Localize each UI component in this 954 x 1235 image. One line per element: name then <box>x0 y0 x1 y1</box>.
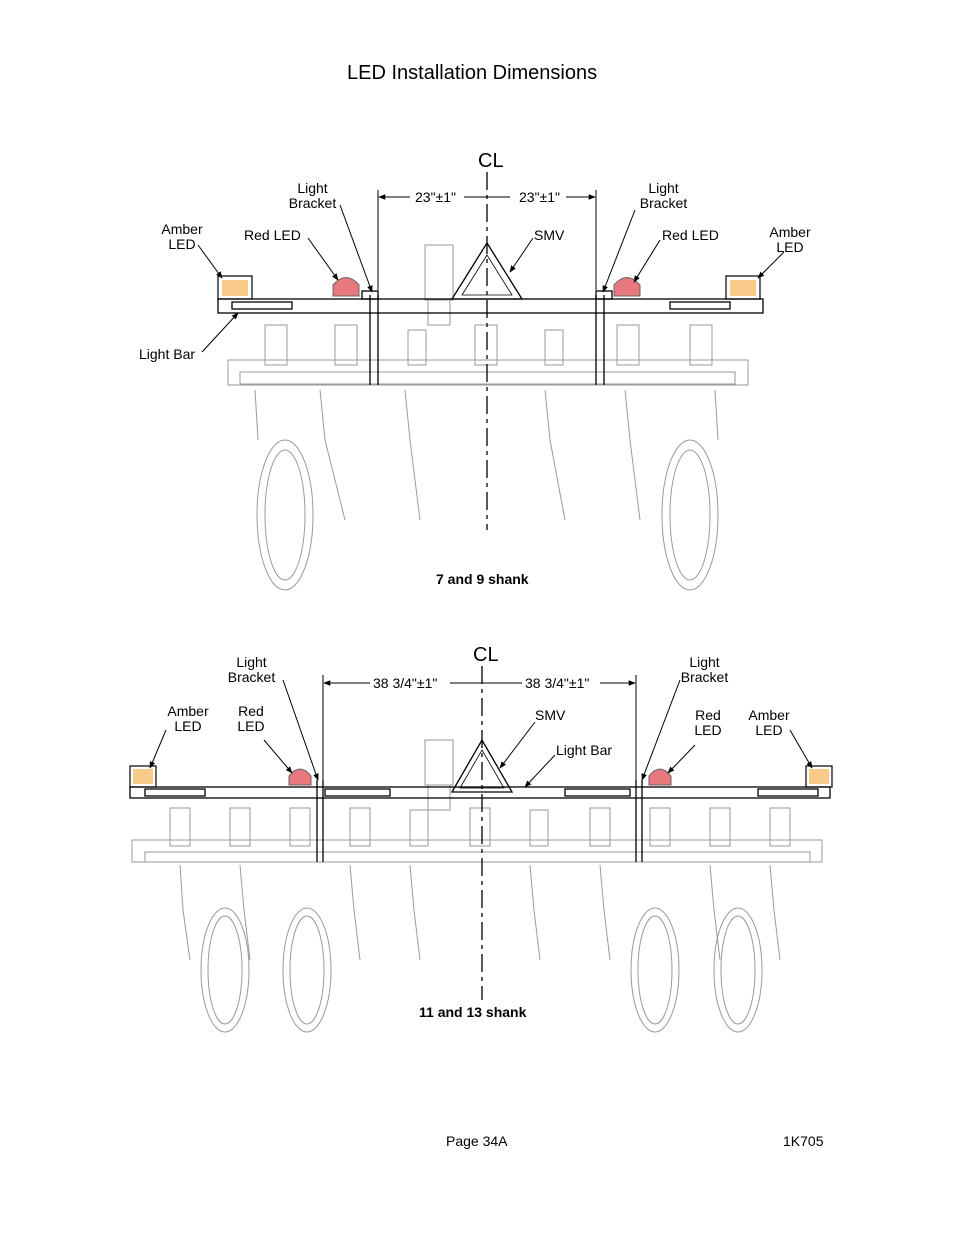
fig2-dim-right: 38 3/4"±1" <box>525 675 590 691</box>
fig2-light-bar-label: Light Bar <box>556 742 613 758</box>
fig1-dim-left: 23"±1" <box>415 189 456 205</box>
fig2-centerline-label: CL <box>473 644 499 666</box>
fig1-smv-label: SMV <box>534 227 565 243</box>
page-title: LED Installation Dimensions <box>347 62 598 84</box>
fig2-machine-outline <box>131 739 823 1033</box>
fig1-red-led-left-label: Red LED <box>244 227 301 243</box>
fig1-red-led-right <box>613 277 641 297</box>
fig2-red-led-left <box>288 768 312 786</box>
fig1-springs <box>264 324 713 366</box>
fig2-light-bracket-left: Light Bracket <box>227 654 276 685</box>
fig1-machine-outline <box>227 244 749 591</box>
fig2-dim-left: 38 3/4"±1" <box>373 675 438 691</box>
fig2-red-led-right <box>648 768 672 786</box>
document-id: 1K705 <box>783 1133 824 1149</box>
fig2-amber-led-right <box>805 765 833 788</box>
fig2-caption: 11 and 13 shank <box>419 1004 527 1020</box>
fig2-light-bar <box>129 780 831 862</box>
fig1-light-bar-label: Light Bar <box>139 346 196 362</box>
fig2-red-led-left-label: Red LED <box>237 703 265 734</box>
fig1-light-bracket-left: Light Bracket <box>288 180 337 211</box>
fig2-red-led-right-label: Red LED <box>694 707 722 738</box>
fig1-dim-right: 23"±1" <box>519 189 560 205</box>
fig1-caption: 7 and 9 shank <box>436 571 529 587</box>
fig2-springs <box>169 807 791 847</box>
fig1-smv-triangle <box>450 241 524 300</box>
fig2-amber-led-right-label: Amber LED <box>748 707 790 738</box>
fig1-amber-led-right-label: Amber LED <box>769 224 811 255</box>
fig1-red-led-right-label: Red LED <box>662 227 719 243</box>
fig1-red-led-left <box>332 277 360 297</box>
fig2-smv-label: SMV <box>535 707 566 723</box>
fig2-amber-led-left <box>129 765 157 788</box>
fig1-amber-led-left-label: Amber LED <box>161 221 203 252</box>
fig1-centerline-label: CL <box>478 150 504 172</box>
page-number: Page 34A <box>446 1133 508 1149</box>
fig2-amber-led-left-label: Amber LED <box>167 703 209 734</box>
fig1-light-bar <box>217 290 764 385</box>
fig1-amber-led-right <box>725 275 761 300</box>
fig1-amber-led-left <box>217 275 253 300</box>
fig2-smv-triangle <box>450 738 514 793</box>
fig2-light-bracket-right: Light Bracket <box>680 654 729 685</box>
fig1-light-bracket-right: Light Bracket <box>639 180 688 211</box>
